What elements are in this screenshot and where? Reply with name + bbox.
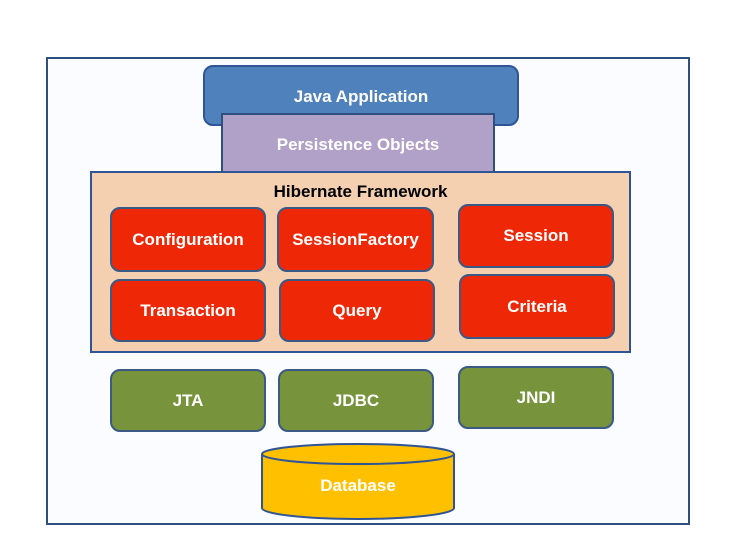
- database-label: Database: [320, 476, 396, 495]
- criteria-box: Criteria: [459, 274, 615, 339]
- database-cylinder: Database: [260, 442, 456, 522]
- query-box: Query: [279, 279, 435, 342]
- hibernate-framework-title: Hibernate Framework: [273, 182, 448, 201]
- query-label: Query: [332, 300, 382, 320]
- sessionfactory-label: SessionFactory: [292, 229, 419, 249]
- transaction-label: Transaction: [140, 300, 236, 320]
- jdbc-box: JDBC: [278, 369, 434, 432]
- jndi-box: JNDI: [458, 366, 614, 429]
- jta-label: JTA: [172, 390, 204, 410]
- criteria-label: Criteria: [507, 296, 567, 316]
- java-application-label: Java Application: [293, 87, 429, 106]
- jndi-label: JNDI: [516, 387, 556, 407]
- session-box: Session: [458, 204, 614, 268]
- jdbc-label: JDBC: [332, 390, 380, 410]
- transaction-box: Transaction: [110, 279, 266, 342]
- configuration-label: Configuration: [132, 229, 244, 249]
- persistence-objects-label: Persistence Objects: [276, 135, 440, 154]
- jta-box: JTA: [110, 369, 266, 432]
- session-label: Session: [503, 226, 569, 245]
- database-cylinder-shape: [261, 443, 455, 520]
- sessionfactory-box: SessionFactory: [277, 207, 434, 272]
- persistence-objects-box: Persistence Objects: [221, 113, 495, 177]
- configuration-box: Configuration: [110, 207, 266, 272]
